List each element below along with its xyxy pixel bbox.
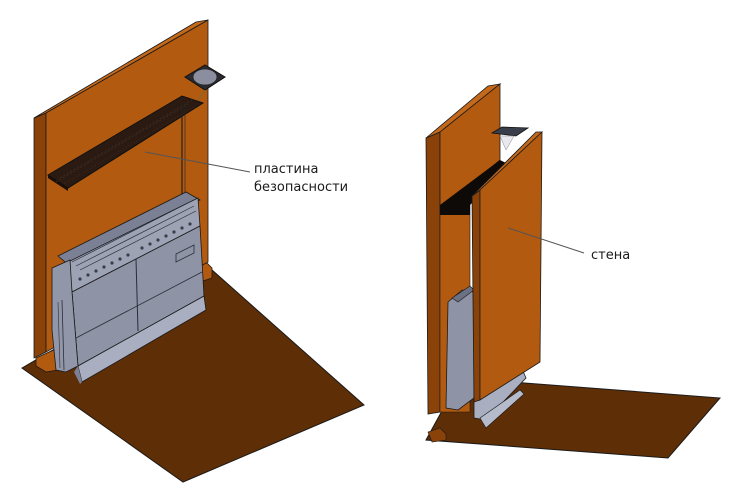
callout-line-plate — [144, 151, 251, 173]
heater-left — [51, 191, 207, 384]
front-wall-face — [479, 131, 543, 401]
vent-right-icon — [490, 126, 530, 151]
wall-edge-left — [33, 112, 47, 359]
right-assembly — [425, 83, 722, 459]
back-wall-edge — [425, 131, 441, 415]
safety-plate — [47, 95, 205, 191]
callout-label-line1: стена — [591, 248, 631, 263]
callout-label-line2: безопасности — [254, 180, 349, 195]
vent-icon — [184, 64, 226, 91]
left-assembly — [21, 19, 365, 483]
callout-label-wall: стена — [591, 247, 630, 265]
callout-label-safety-plate: пластина безопасности — [254, 161, 348, 197]
callout-label-line1: пластина — [254, 162, 319, 177]
callout-line-wall — [507, 227, 585, 254]
